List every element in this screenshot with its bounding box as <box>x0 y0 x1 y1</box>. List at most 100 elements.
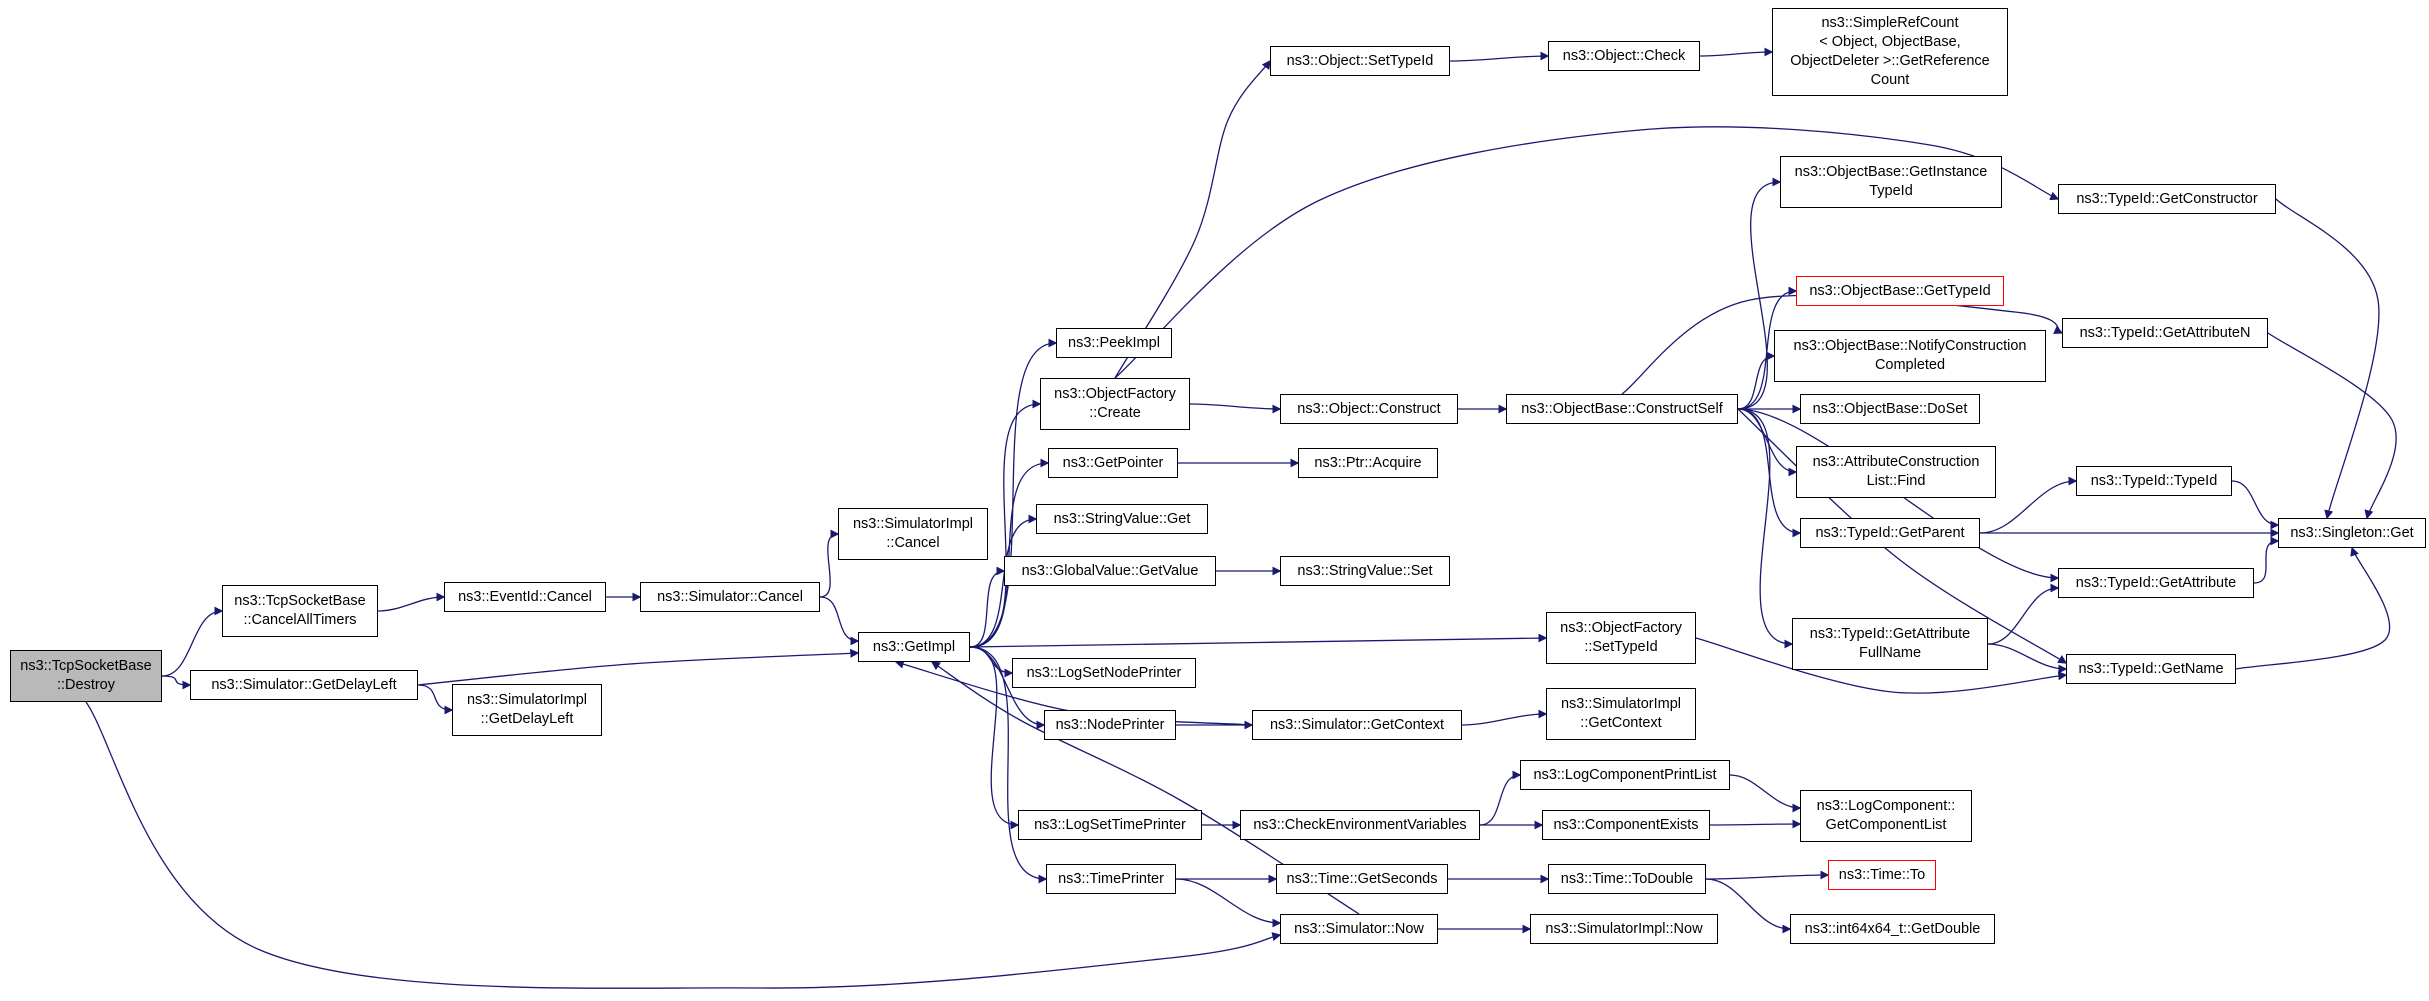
node-label-line: ns3::ObjectBase::ConstructSelf <box>1521 400 1723 417</box>
edge-get-attribute-singleton-get <box>2253 536 2280 584</box>
node-sim-now[interactable]: ns3::Simulator::Now <box>1280 914 1438 944</box>
node-get-parent[interactable]: ns3::TypeId::GetParent <box>1800 518 1980 548</box>
edge-sim-get-delay-left-simimpl-get-delay-left <box>417 684 454 715</box>
node-log-component-print-list[interactable]: ns3::LogComponentPrintList <box>1520 760 1730 790</box>
node-sim-cancel[interactable]: ns3::Simulator::Cancel <box>640 582 820 612</box>
edge-get-parent-typeid-typeid <box>1979 476 2078 534</box>
node-log-set-node-printer[interactable]: ns3::LogSetNodePrinter <box>1012 658 1196 688</box>
node-label-line: ns3::Singleton::Get <box>2290 524 2414 541</box>
node-label-line: ns3::ObjectFactory <box>1560 620 1682 637</box>
edge-of-set-typeid-typeid-get-name <box>1695 637 2068 694</box>
node-label-line: ::SetTypeId <box>1584 639 1658 655</box>
node-label-line: GetComponentList <box>1825 817 1947 833</box>
node-get-pointer[interactable]: ns3::GetPointer <box>1048 448 1178 478</box>
node-label-line: ns3::AttributeConstruction <box>1812 454 1980 471</box>
edge-sim-cancel-simimpl-cancel <box>819 529 840 598</box>
edge-get-impl-log-set-time-printer <box>969 646 1020 830</box>
node-typeid-get-name[interactable]: ns3::TypeId::GetName <box>2066 654 2236 684</box>
node-label-line: ns3::Simulator::Now <box>1294 920 1424 937</box>
node-label-line: ::GetContext <box>1580 715 1662 731</box>
node-label-line: ns3::SimulatorImpl <box>466 692 588 709</box>
node-get-constructor[interactable]: ns3::TypeId::GetConstructor <box>2058 184 2276 214</box>
node-check-env-vars[interactable]: ns3::CheckEnvironmentVariables <box>1240 810 1480 840</box>
edge-obj-check-simple-ref-count <box>1699 47 1774 57</box>
edge-typeid-typeid-singleton-get <box>2231 480 2280 530</box>
node-destroy[interactable]: ns3::TcpSocketBase::Destroy <box>10 650 162 702</box>
node-stringvalue-set[interactable]: ns3::StringValue::Set <box>1280 556 1450 586</box>
node-label-line: Completed <box>1874 357 1946 373</box>
node-label-line: ns3::SimpleRefCount <box>1821 15 1959 32</box>
node-label-line: ns3::SimulatorImpl::Now <box>1545 920 1703 937</box>
node-time-get-seconds[interactable]: ns3::Time::GetSeconds <box>1276 864 1448 894</box>
node-label-line: ns3::TypeId::GetAttribute <box>1809 626 1971 643</box>
node-typeid-typeid[interactable]: ns3::TypeId::TypeId <box>2076 466 2232 496</box>
node-label-line: ns3::TypeId::GetAttribute <box>2075 574 2237 591</box>
node-of-create[interactable]: ns3::ObjectFactory::Create <box>1040 378 1190 430</box>
node-label-line: ::CancelAllTimers <box>243 612 357 628</box>
node-label-line: ns3::TcpSocketBase <box>234 593 366 610</box>
node-label-line: ns3::SimulatorImpl <box>1560 696 1682 713</box>
node-get-component-list[interactable]: ns3::LogComponent::GetComponentList <box>1800 790 1972 842</box>
node-label-line: ns3::CheckEnvironmentVariables <box>1253 816 1467 833</box>
node-of-set-typeid[interactable]: ns3::ObjectFactory::SetTypeId <box>1546 612 1696 664</box>
node-log-set-time-printer[interactable]: ns3::LogSetTimePrinter <box>1018 810 1202 840</box>
node-simimpl-now[interactable]: ns3::SimulatorImpl::Now <box>1530 914 1718 944</box>
node-construct-self[interactable]: ns3::ObjectBase::ConstructSelf <box>1506 394 1738 424</box>
node-time-printer[interactable]: ns3::TimePrinter <box>1046 864 1176 894</box>
edge-construct-self-typeid-get-name <box>1737 408 2068 664</box>
node-obj-construct[interactable]: ns3::Object::Construct <box>1280 394 1458 424</box>
edge-obj-set-typeid-obj-check <box>1449 51 1550 62</box>
node-label-line: ns3::GetPointer <box>1062 454 1164 471</box>
node-label-line: ns3::LogComponentPrintList <box>1533 766 1717 783</box>
edge-time-to-double-int64x64-get-double <box>1705 878 1792 934</box>
edge-get-attr-fullname-get-attribute <box>1987 583 2060 645</box>
edge-sim-cancel-get-impl <box>819 596 860 646</box>
edge-get-attr-fullname-typeid-get-name <box>1987 643 2068 674</box>
node-node-printer[interactable]: ns3::NodePrinter <box>1044 710 1176 740</box>
node-label-line: List::Find <box>1866 473 1926 489</box>
node-do-set[interactable]: ns3::ObjectBase::DoSet <box>1800 394 1980 424</box>
node-get-impl[interactable]: ns3::GetImpl <box>858 632 970 662</box>
node-sim-get-context[interactable]: ns3::Simulator::GetContext <box>1252 710 1462 740</box>
edge-construct-self-get-instance-typeid <box>1737 177 1782 410</box>
node-label-line: ns3::Time::ToDouble <box>1560 870 1694 887</box>
node-globalvalue-getvalue[interactable]: ns3::GlobalValue::GetValue <box>1004 556 1216 586</box>
node-ptr-acquire[interactable]: ns3::Ptr::Acquire <box>1298 448 1438 478</box>
node-get-attribute-n[interactable]: ns3::TypeId::GetAttributeN <box>2062 318 2268 348</box>
edge-get-constructor-singleton-get <box>2275 198 2380 520</box>
node-simimpl-get-delay-left[interactable]: ns3::SimulatorImpl::GetDelayLeft <box>452 684 602 736</box>
node-cancel-all-timers[interactable]: ns3::TcpSocketBase::CancelAllTimers <box>222 585 378 637</box>
edge-sim-get-delay-left-get-impl <box>417 648 860 686</box>
node-label-line: ns3::TypeId::GetConstructor <box>2076 190 2258 207</box>
node-get-attribute[interactable]: ns3::TypeId::GetAttribute <box>2058 568 2254 598</box>
node-int64x64-get-double[interactable]: ns3::int64x64_t::GetDouble <box>1790 914 1995 944</box>
node-label-line: ns3::Simulator::GetContext <box>1269 716 1445 733</box>
node-sim-get-delay-left[interactable]: ns3::Simulator::GetDelayLeft <box>190 670 418 700</box>
node-simimpl-get-context[interactable]: ns3::SimulatorImpl::GetContext <box>1546 688 1696 740</box>
edge-typeid-get-name-singleton-get <box>2235 546 2391 670</box>
node-ob-get-typeid[interactable]: ns3::ObjectBase::GetTypeId <box>1796 276 2004 306</box>
node-peek-impl[interactable]: ns3::PeekImpl <box>1056 328 1172 358</box>
node-stringvalue-get[interactable]: ns3::StringValue::Get <box>1036 504 1208 534</box>
edge-destroy-sim-now <box>85 701 1282 989</box>
node-eventid-cancel[interactable]: ns3::EventId::Cancel <box>444 582 606 612</box>
node-label-line: ::Create <box>1089 405 1141 421</box>
edge-of-create-get-constructor <box>1114 126 2060 379</box>
node-obj-set-typeid[interactable]: ns3::Object::SetTypeId <box>1270 46 1450 76</box>
node-time-to[interactable]: ns3::Time::To <box>1828 860 1936 890</box>
node-label-line: ::Cancel <box>886 535 940 551</box>
node-obj-check[interactable]: ns3::Object::Check <box>1548 41 1700 71</box>
node-simple-ref-count[interactable]: ns3::SimpleRefCount< Object, ObjectBase,… <box>1772 8 2008 96</box>
node-label-line: ns3::ObjectBase::GetTypeId <box>1809 282 1991 299</box>
node-singleton-get[interactable]: ns3::Singleton::Get <box>2278 518 2426 548</box>
node-simimpl-cancel[interactable]: ns3::SimulatorImpl::Cancel <box>838 508 988 560</box>
node-label-line: ns3::GlobalValue::GetValue <box>1021 562 1199 579</box>
node-label-line: ns3::TimePrinter <box>1058 870 1164 887</box>
node-time-to-double[interactable]: ns3::Time::ToDouble <box>1548 864 1706 894</box>
node-component-exists[interactable]: ns3::ComponentExists <box>1542 810 1710 840</box>
